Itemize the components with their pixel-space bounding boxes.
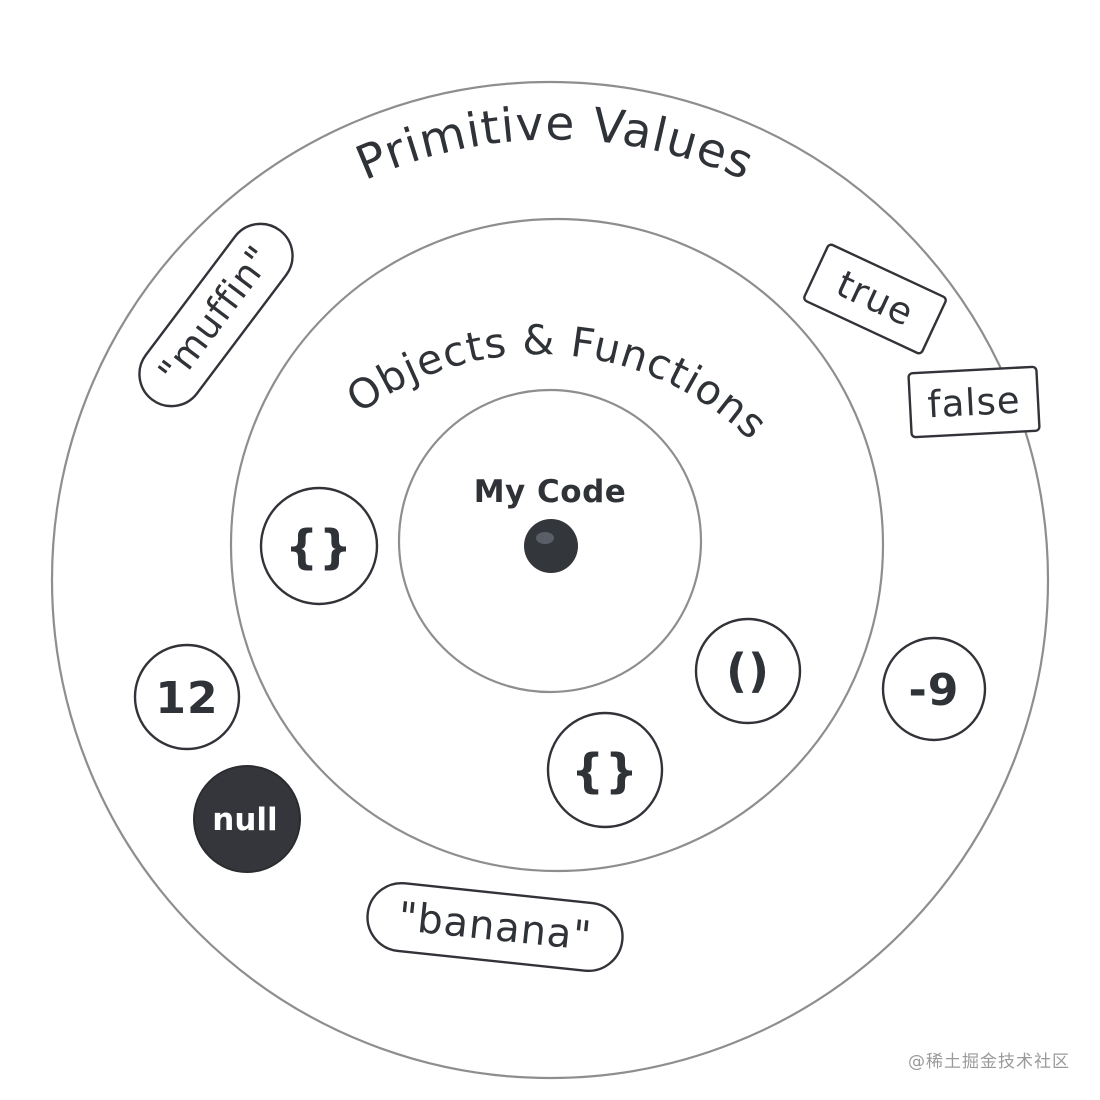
chip-minus-nine-number: -9	[881, 636, 987, 742]
my-code-dot	[524, 519, 578, 573]
chip-function: ()	[694, 617, 802, 725]
chip-null-label: null	[212, 802, 277, 838]
chip-object-bottom-label: {}	[571, 744, 639, 798]
chip-function-label: ()	[726, 644, 770, 698]
chip-false-label: false	[926, 379, 1021, 427]
chip-banana-string: "banana"	[366, 881, 624, 973]
chip-null: null	[193, 765, 301, 873]
chip-object-left: {}	[259, 486, 379, 606]
chip-object-left-label: {}	[285, 520, 353, 574]
center-label: My Code	[474, 474, 627, 510]
chip-twelve-number: 12	[133, 643, 241, 751]
watermark: @稀土掘金技术社区	[908, 1052, 1070, 1072]
chip-object-bottom: {}	[546, 711, 664, 829]
chip-minus-nine-label: -9	[909, 665, 960, 716]
chip-twelve-label: 12	[155, 673, 218, 724]
chip-false-boolean: false	[907, 365, 1041, 439]
